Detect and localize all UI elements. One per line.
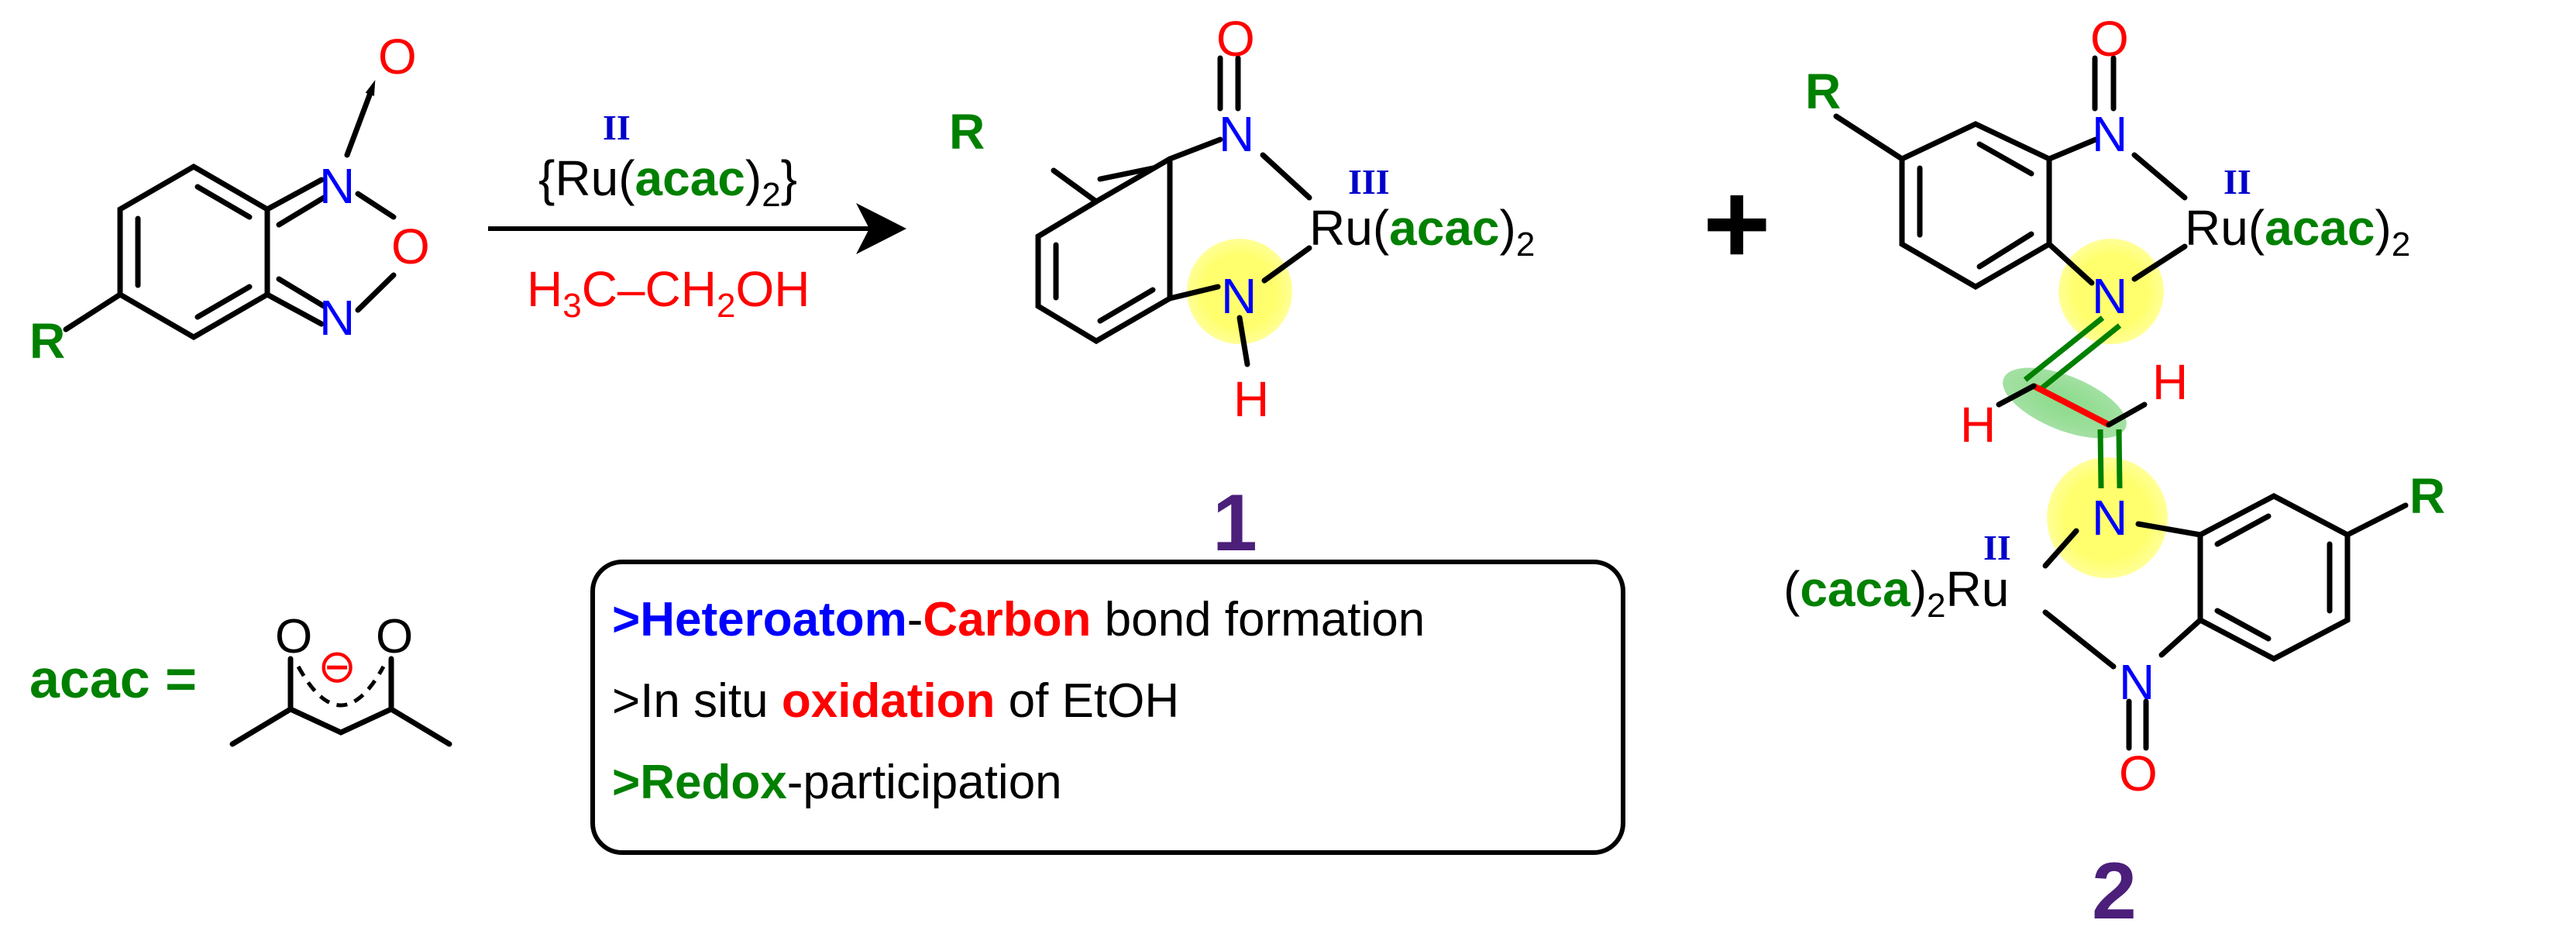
compound-number-2: 2 bbox=[2092, 846, 2137, 936]
reagent-ruthenium-complex: {Ru(acac)2} bbox=[538, 150, 797, 214]
product-1-hydrogen: H bbox=[1233, 371, 1269, 427]
compound-number-1: 1 bbox=[1212, 478, 1257, 568]
product-2-bottom-oxidation-state: II bbox=[1983, 528, 2011, 567]
product-1-oxidation-state: III bbox=[1348, 162, 1390, 202]
reactant-substituent-r: R bbox=[29, 313, 65, 369]
product-1-nitrogen-amine: N bbox=[1221, 268, 1257, 324]
acac-definition: acac = O O ⊖ bbox=[29, 610, 452, 747]
legend-line-bond-formation: >Heteroatom-Carbon bond formation bbox=[612, 593, 1425, 646]
reaction-arrow-head bbox=[856, 203, 906, 254]
acac-negative-charge-icon: ⊖ bbox=[318, 640, 356, 692]
reactant-oxygen-oxide: O bbox=[378, 29, 417, 84]
reagent-oxidation-state: II bbox=[603, 108, 631, 147]
product-1-ruthenium-center: Ru(acac)2 bbox=[1309, 200, 1535, 264]
product-2-bottom-nitrogen-imine: N bbox=[2092, 490, 2127, 546]
product-2-bottom-oxygen: O bbox=[2119, 746, 2158, 801]
reactant-benzofuroxan: N O N O R bbox=[29, 29, 430, 369]
product-1-oxygen: O bbox=[1216, 11, 1255, 67]
acac-definition-label: acac = bbox=[29, 649, 197, 709]
product-2-bridge-hydrogen-left: H bbox=[1960, 397, 1996, 453]
reagent-solvent-ethanol: H3C–CH2OH bbox=[527, 261, 810, 325]
reaction-arrow-group: II {Ru(acac)2} H3C–CH2OH bbox=[488, 108, 906, 325]
reactant-nitrogen-bottom: N bbox=[319, 290, 355, 346]
product-2-top-oxygen: O bbox=[2090, 11, 2129, 67]
legend-line-oxidation: >In situ oxidation of EtOH bbox=[612, 674, 1179, 728]
legend-line-redox: >Redox-participation bbox=[612, 756, 1062, 809]
product-1-complex: O N N H R III Ru(acac)2 1 bbox=[949, 11, 1535, 568]
product-2-top-oxidation-state: II bbox=[2223, 162, 2251, 202]
legend-box: >Heteroatom-Carbon bond formation >In si… bbox=[590, 560, 1625, 855]
product-2-top-ruthenium-center: Ru(acac)2 bbox=[2185, 200, 2410, 264]
product-1-nitrogen-nitroso: N bbox=[1219, 106, 1254, 162]
product-2-top-nitrogen-nitroso: N bbox=[2092, 106, 2127, 162]
acac-oxygen-left: O bbox=[275, 610, 312, 663]
product-1-substituent-r: R bbox=[949, 104, 985, 160]
product-2-complex: O N N R II Ru(acac)2 H H N N O R bbox=[1783, 11, 2445, 936]
product-2-top-substituent-r: R bbox=[1805, 64, 1841, 119]
product-2-bottom-ruthenium-center: (caca)2Ru bbox=[1783, 561, 2009, 625]
reactant-nitrogen-top: N bbox=[319, 158, 355, 214]
acac-oxygen-right: O bbox=[376, 610, 413, 663]
product-2-bottom-nitrogen-nitroso: N bbox=[2119, 654, 2155, 710]
plus-sign: + bbox=[1703, 158, 1771, 288]
reactant-oxygen-ring: O bbox=[391, 219, 430, 274]
product-2-bridge-hydrogen-right: H bbox=[2152, 354, 2188, 410]
product-2-bottom-substituent-r: R bbox=[2409, 468, 2445, 524]
product-2-top-nitrogen-imine: N bbox=[2092, 268, 2127, 324]
